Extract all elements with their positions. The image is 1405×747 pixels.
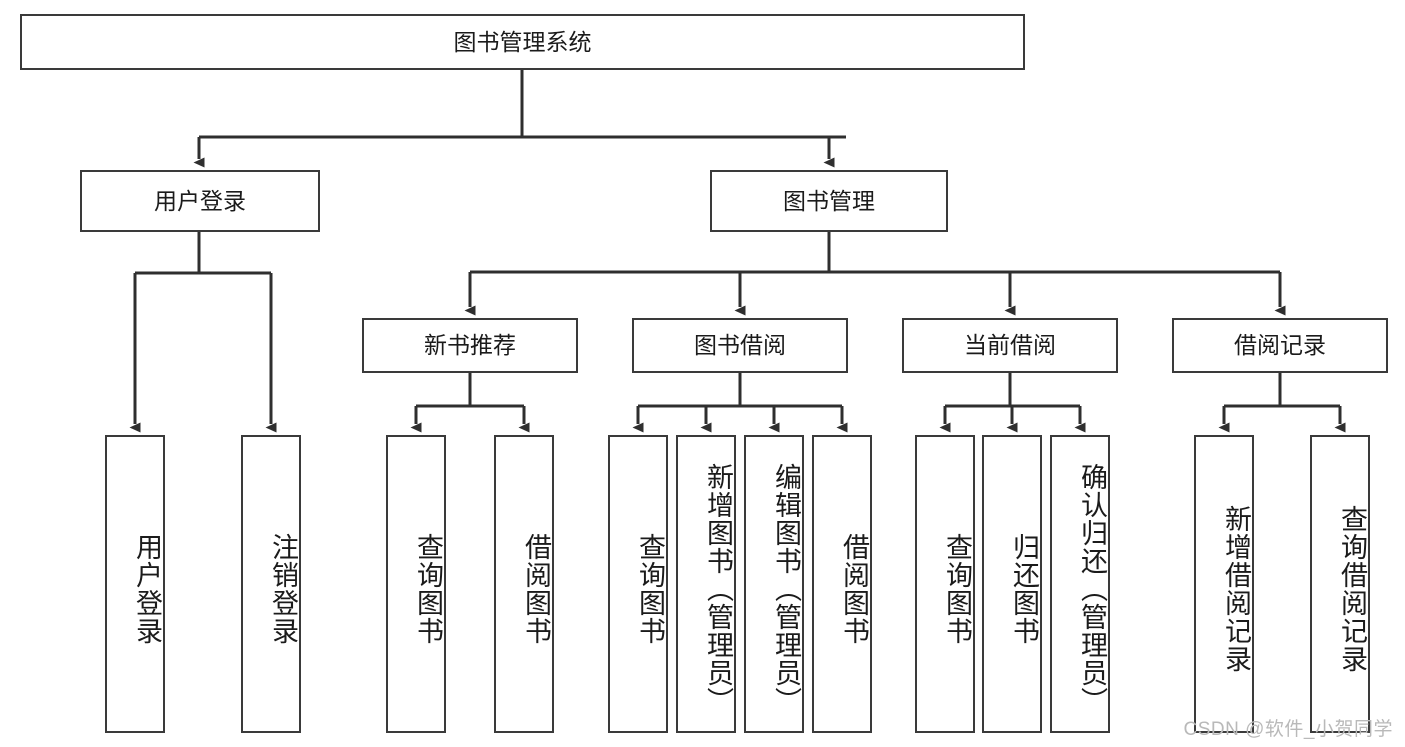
node-root-book-management-system[interactable]: 图书管理系统 — [20, 14, 1025, 70]
leaf-user-login-logout[interactable]: 注销登录 — [241, 435, 301, 733]
leaf-borrow-borrow-book[interactable]: 借阅图书 — [812, 435, 872, 733]
leaf-current-confirm-return-admin[interactable]: 确认归还（管理员） — [1050, 435, 1110, 733]
node-label: 借阅图书 — [521, 533, 551, 645]
leaf-user-login-login[interactable]: 用户登录 — [105, 435, 165, 733]
leaf-current-return-book[interactable]: 归还图书 — [982, 435, 1042, 733]
node-label: 图书借阅 — [694, 332, 786, 359]
node-label: 确认归还（管理员） — [1077, 463, 1107, 715]
node-label: 查询图书 — [942, 533, 972, 645]
leaf-borrow-edit-book-admin[interactable]: 编辑图书（管理员） — [744, 435, 804, 733]
leaf-new-book-query[interactable]: 查询图书 — [386, 435, 446, 733]
node-label: 查询图书 — [413, 533, 443, 645]
node-label: 借阅记录 — [1234, 332, 1326, 359]
node-label: 图书管理 — [783, 187, 875, 214]
node-label: 当前借阅 — [964, 332, 1056, 359]
node-label: 新增图书（管理员） — [703, 463, 733, 715]
node-label: 归还图书 — [1009, 533, 1039, 645]
node-current-borrow[interactable]: 当前借阅 — [902, 318, 1118, 373]
leaf-current-query-book[interactable]: 查询图书 — [915, 435, 975, 733]
node-label: 注销登录 — [268, 533, 298, 645]
node-label: 用户登录 — [132, 533, 162, 645]
leaf-borrow-query-book[interactable]: 查询图书 — [608, 435, 668, 733]
node-label: 新书推荐 — [424, 332, 516, 359]
leaf-new-book-borrow[interactable]: 借阅图书 — [494, 435, 554, 733]
node-label: 编辑图书（管理员） — [771, 463, 801, 715]
node-label: 查询借阅记录 — [1337, 505, 1367, 673]
node-book-borrow[interactable]: 图书借阅 — [632, 318, 848, 373]
node-user-login[interactable]: 用户登录 — [80, 170, 320, 232]
node-new-book-recommend[interactable]: 新书推荐 — [362, 318, 578, 373]
node-label: 查询图书 — [635, 533, 665, 645]
node-label: 新增借阅记录 — [1221, 505, 1251, 673]
leaf-records-add-record[interactable]: 新增借阅记录 — [1194, 435, 1254, 733]
node-label: 借阅图书 — [839, 533, 869, 645]
node-borrow-records[interactable]: 借阅记录 — [1172, 318, 1388, 373]
leaf-borrow-add-book-admin[interactable]: 新增图书（管理员） — [676, 435, 736, 733]
leaf-records-query-record[interactable]: 查询借阅记录 — [1310, 435, 1370, 733]
node-label: 图书管理系统 — [453, 28, 592, 55]
node-label: 用户登录 — [154, 187, 246, 214]
node-book-management[interactable]: 图书管理 — [710, 170, 948, 232]
